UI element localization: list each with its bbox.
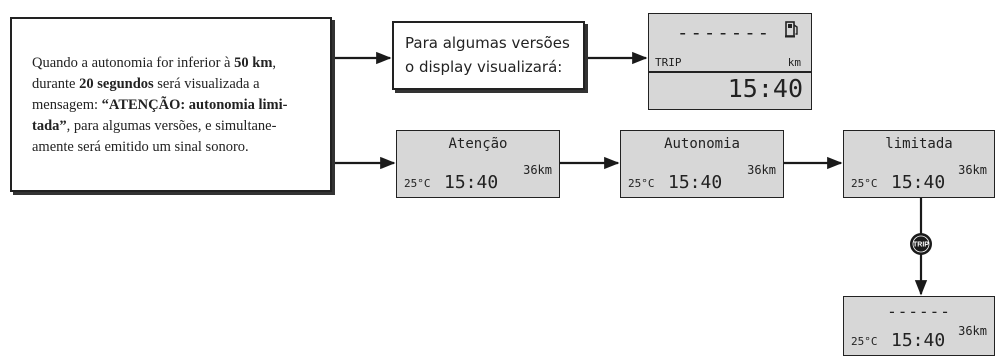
fuel-pump-icon bbox=[785, 20, 799, 43]
lcd-message: Autonomia bbox=[664, 136, 740, 152]
text-line-5: amente será emitido um sinal sonoro. bbox=[32, 139, 249, 155]
lcd-clock: 15:40 bbox=[444, 172, 499, 193]
lcd-separator bbox=[649, 71, 811, 73]
lcd-temperature: 25°C bbox=[851, 177, 878, 190]
text-line-3: mensagem: “ATENÇÃO: autonomia limi- bbox=[32, 97, 288, 113]
lcd-clock: 15:40 bbox=[668, 172, 723, 193]
unit-label: km bbox=[787, 56, 801, 69]
note-line-2: o display visualizará: bbox=[405, 58, 563, 76]
trip-button-label: TRIP bbox=[913, 242, 929, 249]
lcd-display-limitada: limitada 36km 25°C 15:40 bbox=[843, 130, 995, 198]
lcd-clock: 15:40 bbox=[891, 330, 946, 351]
trip-lcd-display: ------- TRIP km 15:40 bbox=[648, 13, 812, 110]
autonomy-warning-text-box: Quando a autonomia for inferior à 50 km,… bbox=[10, 17, 332, 192]
lcd-temperature: 25°C bbox=[404, 177, 431, 190]
text-line-4: tada”, para algumas versões, e simultane… bbox=[32, 118, 277, 134]
lcd-range: 36km bbox=[958, 324, 987, 338]
text-line-2: durante 20 segundos será visualizada a bbox=[32, 76, 260, 92]
note-line-1: Para algumas versões bbox=[405, 34, 570, 52]
lcd-message: limitada bbox=[885, 136, 953, 152]
trip-label: TRIP bbox=[655, 56, 682, 69]
lcd-range: 36km bbox=[958, 163, 987, 177]
trip-button-icon[interactable]: TRIP bbox=[910, 233, 932, 255]
lcd-display-atencao: Atenção 36km 25°C 15:40 bbox=[396, 130, 560, 198]
lcd-range: 36km bbox=[523, 163, 552, 177]
versions-note-box: Para algumas versões o display visualiza… bbox=[392, 21, 585, 90]
lcd-message: Atenção bbox=[448, 136, 508, 152]
text-line-1: Quando a autonomia for inferior à 50 km, bbox=[32, 55, 277, 71]
lcd-temperature: 25°C bbox=[851, 335, 878, 348]
lcd-range: 36km bbox=[747, 163, 776, 177]
lcd-display-autonomia: Autonomia 36km 25°C 15:40 bbox=[620, 130, 784, 198]
lcd-dashes: ------ bbox=[887, 302, 951, 321]
lcd-display-final: ------ 36km 25°C 15:40 bbox=[843, 296, 995, 356]
lcd-temperature: 25°C bbox=[628, 177, 655, 190]
lcd-clock: 15:40 bbox=[891, 172, 946, 193]
lcd-dashes: ------- bbox=[677, 22, 772, 44]
lcd-clock: 15:40 bbox=[727, 74, 803, 103]
